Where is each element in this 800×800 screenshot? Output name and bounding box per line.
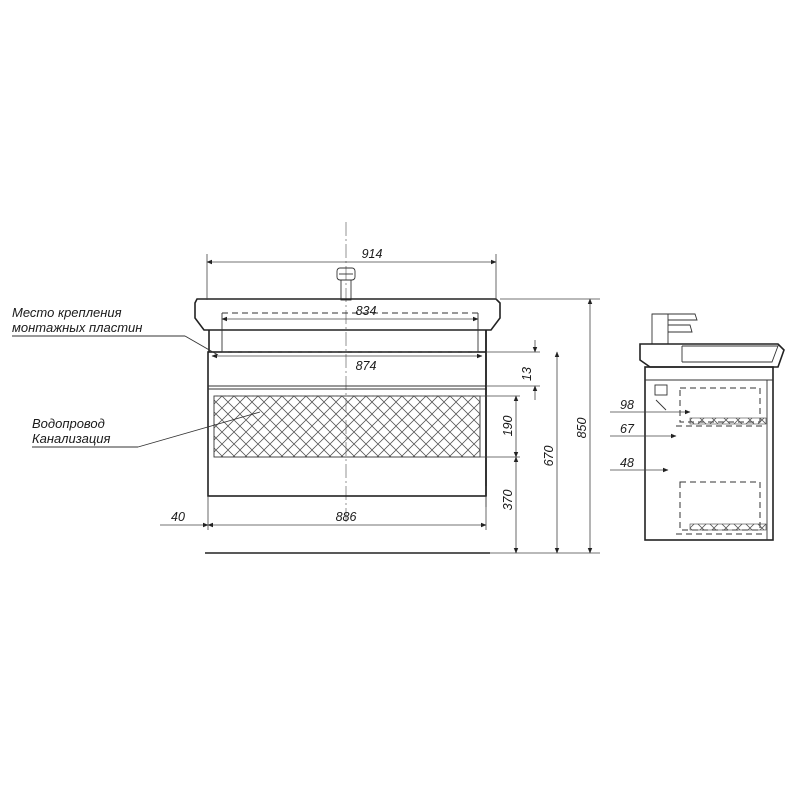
dim-48-label: 48 — [620, 456, 634, 470]
callout-plumbing: Водопровод Канализация — [32, 411, 261, 448]
plumbing-zone — [213, 395, 481, 458]
dim-98-label: 98 — [620, 398, 634, 412]
dim-874-label: 874 — [356, 359, 377, 373]
dim-874: 874 — [211, 353, 483, 373]
mounting-label-line2: монтажных пластин — [12, 320, 142, 335]
dim-886: 886 40 — [160, 496, 487, 530]
callout-mounting: Место крепления монтажных пластин — [12, 305, 219, 356]
dim-850-label: 850 — [575, 418, 589, 439]
dim-370-label: 370 — [501, 490, 515, 511]
cabinet-front — [207, 330, 487, 507]
dim-190-label: 190 — [501, 416, 515, 437]
faucet-front — [336, 267, 356, 301]
basin-front — [194, 298, 501, 352]
dim-67-label: 67 — [620, 422, 635, 436]
faucet-side — [651, 313, 698, 345]
dim-834-label: 834 — [356, 304, 377, 318]
side-dims: 98 67 48 — [610, 398, 691, 473]
dim-40-label: 40 — [171, 510, 185, 524]
dim-886-label: 886 — [336, 510, 357, 524]
front-view: 914 834 874 886 40 — [12, 222, 600, 554]
plumbing-label-line1: Водопровод — [32, 416, 105, 431]
dim-834: 834 — [221, 304, 479, 322]
dim-914-label: 914 — [362, 247, 383, 261]
mounting-label-line1: Место крепления — [12, 305, 122, 320]
plumbing-label-line2: Канализация — [32, 431, 110, 446]
dim-670-label: 670 — [542, 446, 556, 467]
cabinet-side — [644, 366, 774, 541]
side-view: 98 67 48 — [610, 313, 785, 541]
basin-side — [639, 343, 785, 368]
dim-914: 914 — [206, 247, 497, 300]
dim-13-label: 13 — [520, 367, 534, 381]
dim-vertical-group: 13 190 370 670 850 — [480, 298, 600, 554]
